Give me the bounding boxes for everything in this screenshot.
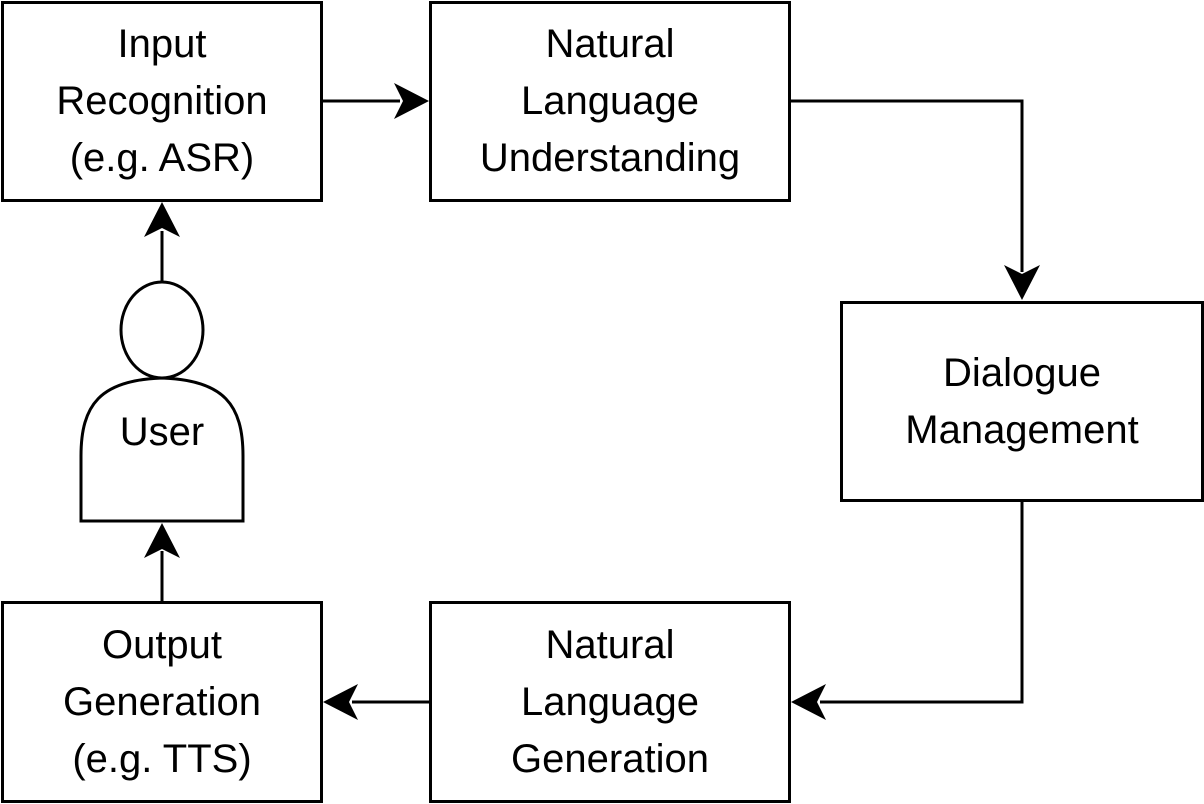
- edge-dialogue-to-nlg: [820, 502, 1024, 704]
- arrowhead-up-icon: [144, 202, 180, 237]
- person-icon: [79, 280, 245, 523]
- arrowhead-up-icon: [144, 523, 180, 558]
- input-recognition-box: Input Recognition (e.g. ASR): [1, 1, 323, 202]
- arrowhead-right-icon: [394, 83, 429, 119]
- arrowhead-left-icon: [323, 684, 358, 720]
- natural-language-generation-label: Natural Language Generation: [511, 622, 709, 781]
- edge-nlu-to-dialogue: [791, 99, 1024, 272]
- input-recognition-label: Input Recognition (e.g. ASR): [56, 22, 268, 180]
- natural-language-generation-box: Natural Language Generation: [429, 601, 791, 803]
- user-label: User: [119, 410, 205, 454]
- output-generation-box: Output Generation (e.g. TTS): [1, 601, 323, 803]
- natural-language-understanding-label: Natural Language Understanding: [479, 22, 741, 180]
- arrowhead-down-icon: [1004, 265, 1040, 300]
- natural-language-understanding-box: Natural Language Understanding: [429, 1, 791, 202]
- dialogue-management-box: Dialogue Management: [840, 301, 1204, 502]
- dialogue-management-label: Dialogue Management: [905, 350, 1139, 452]
- arrowhead-left-icon: [791, 684, 826, 720]
- output-generation-label: Output Generation (e.g. TTS): [63, 622, 261, 781]
